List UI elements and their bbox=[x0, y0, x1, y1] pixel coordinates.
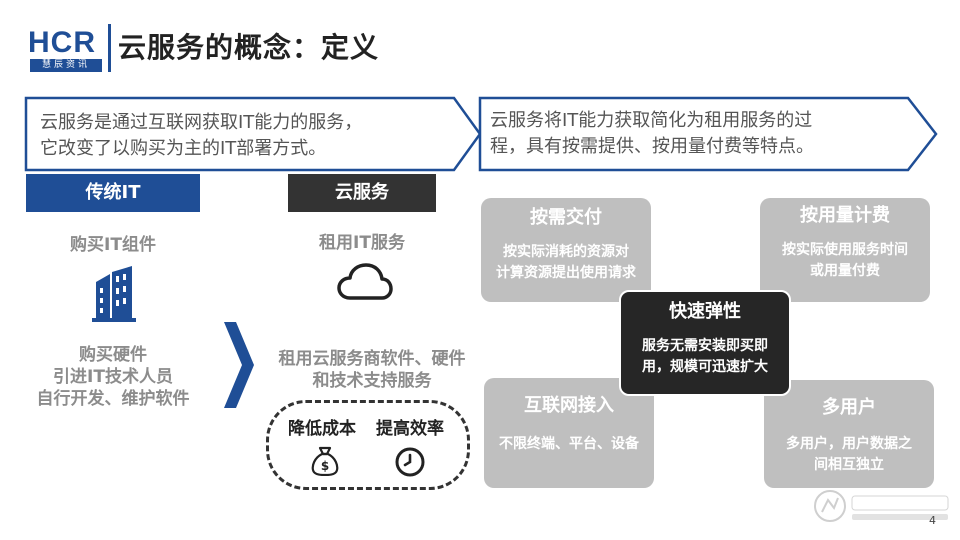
watermark-logo bbox=[814, 490, 949, 522]
logo-text: HCR bbox=[28, 26, 96, 59]
definition-left-line2: 它改变了以购买为主的IT部署方式。 bbox=[40, 138, 327, 159]
svg-text:$: $ bbox=[321, 459, 329, 473]
cloud-subtitle: 租用IT服务 bbox=[319, 233, 405, 253]
definition-left: 云服务是通过互联网获取IT能力的服务， 它改变了以购买为主的IT部署方式。 bbox=[40, 110, 450, 162]
traditional-description: 购买硬件 引进IT技术人员 自行开发、维护软件 bbox=[20, 344, 206, 410]
feature-multi-user: 多用户 多用户，用户数据之 间相互独立 bbox=[764, 380, 934, 488]
feature-internet-title: 互联网接入 bbox=[524, 395, 614, 416]
feature-elastic-line1: 服务无需安装即买即 bbox=[642, 338, 768, 354]
feature-internet-access: 互联网接入 不限终端、平台、设备 bbox=[484, 378, 654, 488]
definition-right-line1: 云服务将IT能力获取简化为租用服务的过 bbox=[490, 110, 813, 131]
feature-multi-user-title: 多用户 bbox=[822, 397, 876, 418]
cloud-line2: 和技术支持服务 bbox=[312, 371, 432, 391]
feature-pay-per-use-line1: 按实际使用服务时间 bbox=[782, 242, 908, 258]
feature-on-demand: 按需交付 按实际消耗的资源对 计算资源提出使用请求 bbox=[481, 198, 651, 302]
feature-pay-per-use: 按用量计费 按实际使用服务时间 或用量付费 bbox=[760, 198, 930, 302]
traditional-line1: 购买硬件 bbox=[79, 345, 147, 365]
cloud-description: 租用云服务商软件、硬件 和技术支持服务 bbox=[264, 348, 480, 392]
definition-right: 云服务将IT能力获取简化为租用服务的过 程，具有按需提供、按用量付费等特点。 bbox=[490, 108, 890, 160]
feature-on-demand-title: 按需交付 bbox=[530, 207, 602, 228]
traditional-line2: 引进IT技术人员 bbox=[53, 367, 173, 387]
feature-pay-per-use-line2: 或用量付费 bbox=[810, 263, 880, 279]
title-divider bbox=[108, 24, 111, 72]
benefits-box bbox=[266, 400, 470, 490]
feature-multi-user-line1: 多用户，用户数据之 bbox=[786, 436, 912, 452]
definition-left-line1: 云服务是通过互联网获取IT能力的服务， bbox=[40, 112, 363, 133]
chevron-right-icon bbox=[224, 322, 254, 408]
logo: HCR 慧辰资讯 bbox=[28, 28, 104, 72]
logo-subtitle: 慧辰资讯 bbox=[30, 59, 102, 72]
feature-on-demand-line2: 计算资源提出使用请求 bbox=[496, 265, 636, 281]
benefit-efficiency: 提高效率 bbox=[376, 419, 444, 439]
definition-right-frame bbox=[478, 96, 938, 172]
feature-rapid-elasticity: 快速弹性 服务无需安装即买即 用，规模可迅速扩大 bbox=[619, 290, 791, 396]
page-title: 云服务的概念：定义 bbox=[118, 31, 380, 64]
traditional-subtitle: 购买IT组件 bbox=[70, 235, 156, 255]
cloud-service-header: 云服务 bbox=[288, 174, 436, 212]
clock-icon bbox=[395, 447, 425, 477]
building-icon bbox=[92, 266, 136, 322]
money-bag-icon: $ bbox=[311, 446, 339, 476]
cloud-line1: 租用云服务商软件、硬件 bbox=[278, 349, 466, 369]
feature-multi-user-line2: 间相互独立 bbox=[814, 457, 884, 473]
traditional-it-header: 传统IT bbox=[26, 174, 200, 212]
feature-pay-per-use-title: 按用量计费 bbox=[800, 205, 890, 226]
feature-on-demand-line1: 按实际消耗的资源对 bbox=[503, 244, 629, 260]
page-number: 4 bbox=[929, 514, 936, 527]
traditional-line3: 自行开发、维护软件 bbox=[36, 389, 190, 409]
feature-elastic-title: 快速弹性 bbox=[669, 301, 741, 322]
benefit-cost: 降低成本 bbox=[288, 419, 356, 439]
definition-right-line2: 程，具有按需提供、按用量付费等特点。 bbox=[490, 136, 814, 157]
cloud-icon bbox=[337, 263, 393, 300]
feature-elastic-line2: 用，规模可迅速扩大 bbox=[642, 359, 768, 375]
feature-internet-line1: 不限终端、平台、设备 bbox=[499, 436, 639, 452]
definition-left-frame bbox=[24, 96, 482, 172]
